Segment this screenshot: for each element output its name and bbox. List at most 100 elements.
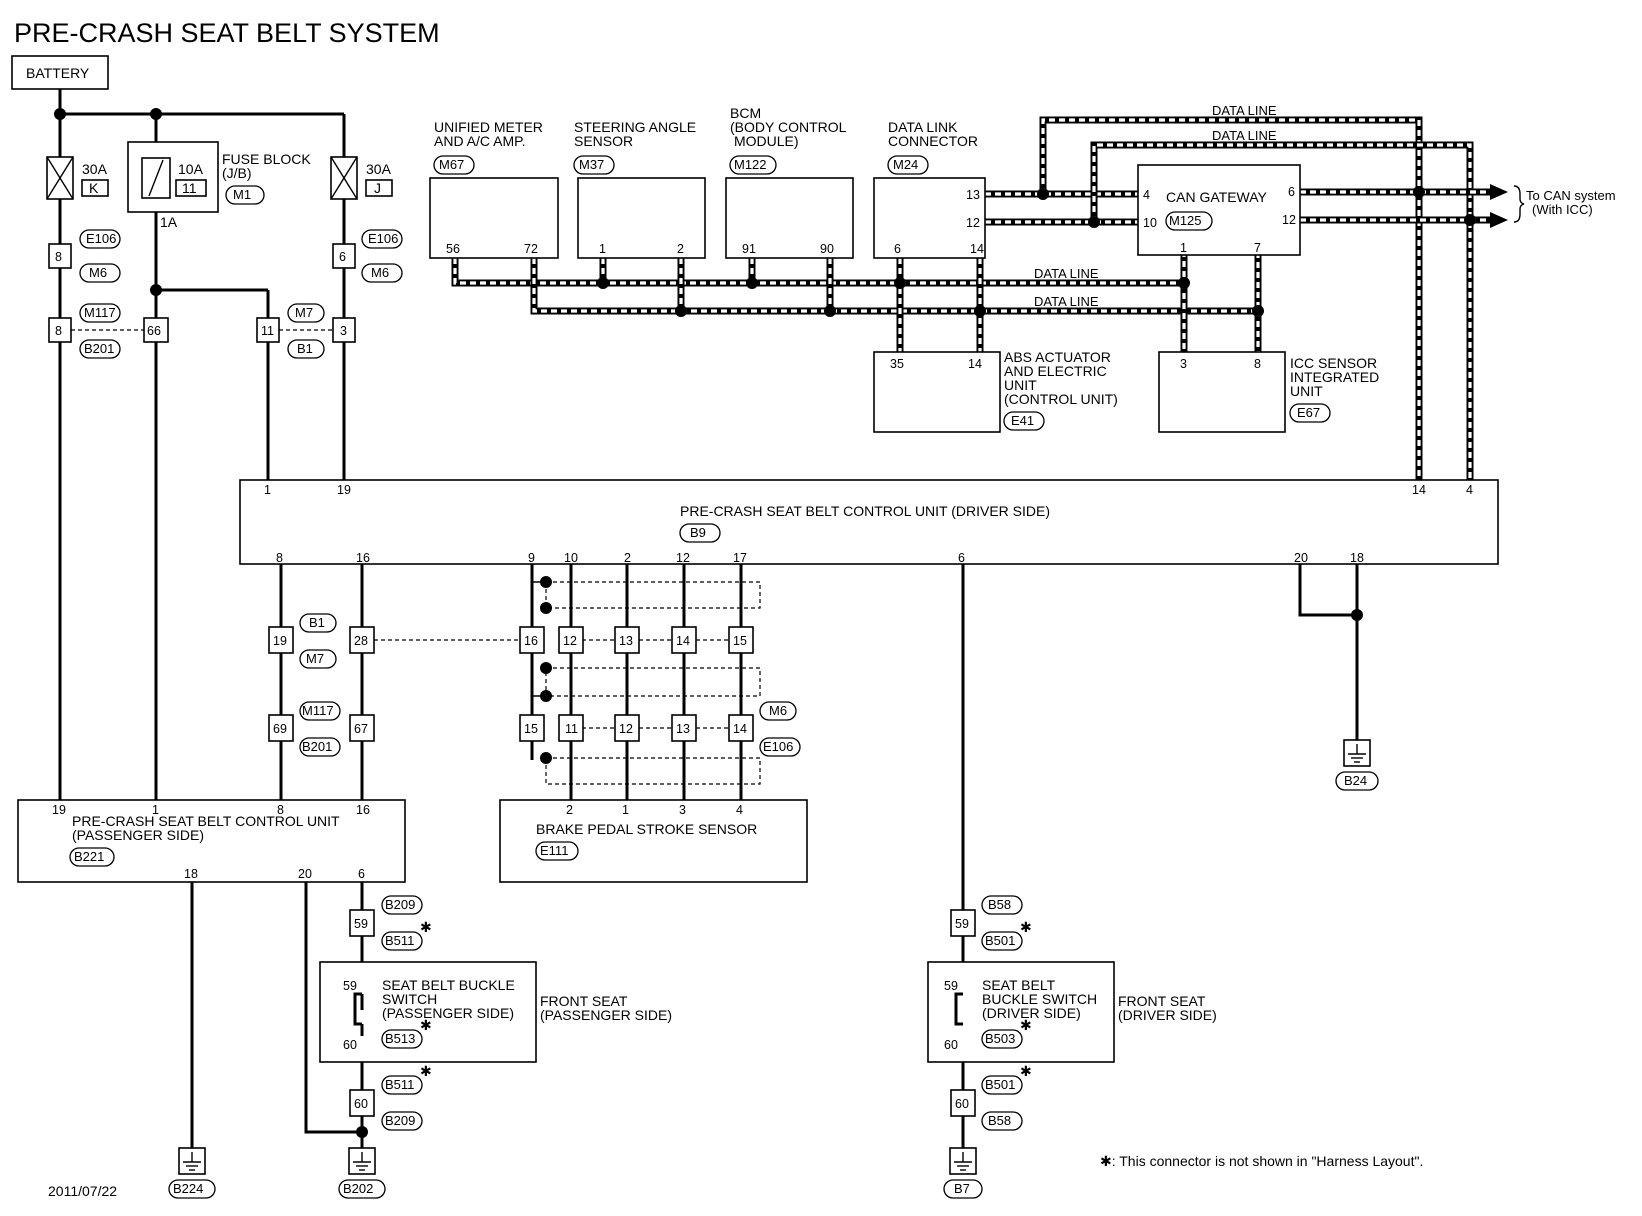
front-seat-passenger: 59 60 SEAT BELT BUCKLE SWITCH (PASSENGER… bbox=[319, 961, 672, 1063]
svg-text:30A: 30A bbox=[366, 161, 392, 177]
svg-text:(BODY CONTROL: (BODY CONTROL bbox=[730, 119, 847, 135]
svg-text:18: 18 bbox=[184, 867, 198, 881]
svg-text:M67: M67 bbox=[439, 157, 464, 172]
svg-text:10A: 10A bbox=[178, 161, 204, 177]
svg-text:B221: B221 bbox=[74, 849, 104, 864]
front-seat-driver: 59 60 SEAT BELT BUCKLE SWITCH (DRIVER SI… bbox=[927, 961, 1217, 1063]
svg-text:B209: B209 bbox=[385, 897, 415, 912]
svg-text:B201: B201 bbox=[302, 739, 332, 754]
svg-text:3: 3 bbox=[340, 324, 347, 338]
svg-text:MODULE): MODULE) bbox=[734, 133, 799, 149]
svg-text:✱: ✱ bbox=[1020, 919, 1032, 935]
svg-text:CAN GATEWAY: CAN GATEWAY bbox=[1166, 189, 1268, 205]
passenger-control-unit: 19 1 8 16 PRE-CRASH SEAT BELT CONTROL UN… bbox=[17, 799, 406, 883]
svg-text:B501: B501 bbox=[985, 933, 1015, 948]
svg-text:B224: B224 bbox=[173, 1181, 203, 1196]
svg-text:E106: E106 bbox=[368, 231, 398, 246]
svg-text:10: 10 bbox=[564, 551, 578, 565]
svg-text:9: 9 bbox=[528, 551, 535, 565]
svg-text:M7: M7 bbox=[295, 305, 313, 320]
ground-b202: B202 bbox=[338, 1147, 386, 1199]
svg-text:13: 13 bbox=[619, 634, 633, 648]
svg-text:E106: E106 bbox=[763, 739, 793, 754]
svg-text:M6: M6 bbox=[769, 703, 787, 718]
connector-b501-b58-lower: 60 B501 ✱ B58 bbox=[950, 1063, 1032, 1131]
svg-text:6: 6 bbox=[958, 551, 965, 565]
svg-text:B7: B7 bbox=[954, 1181, 970, 1196]
svg-text:6: 6 bbox=[1288, 185, 1295, 199]
ground-b24: B24 bbox=[1335, 739, 1379, 791]
svg-text:B1: B1 bbox=[309, 615, 325, 630]
svg-text:13: 13 bbox=[966, 188, 980, 202]
svg-text:B58: B58 bbox=[988, 897, 1011, 912]
connector-b209-b511-upper: 59 B209 B511 ✱ bbox=[349, 895, 432, 951]
page-title: PRE-CRASH SEAT BELT SYSTEM bbox=[14, 18, 440, 48]
svg-text:(PASSENGER SIDE): (PASSENGER SIDE) bbox=[540, 1007, 672, 1023]
to-can-sub: (With ICC) bbox=[1532, 202, 1593, 217]
svg-text:19: 19 bbox=[273, 634, 287, 648]
svg-text:K: K bbox=[89, 180, 99, 196]
data-line-label-1: DATA LINE bbox=[1034, 266, 1099, 281]
svg-text:14: 14 bbox=[1412, 483, 1426, 497]
svg-text:2: 2 bbox=[566, 803, 573, 817]
svg-text:M6: M6 bbox=[371, 265, 389, 280]
svg-text:59: 59 bbox=[944, 979, 958, 993]
data-line-wiring bbox=[451, 116, 1508, 480]
svg-text:19: 19 bbox=[337, 483, 351, 497]
svg-text:B209: B209 bbox=[385, 1113, 415, 1128]
svg-text:4: 4 bbox=[736, 803, 743, 817]
svg-text:AND ELECTRIC: AND ELECTRIC bbox=[1004, 363, 1107, 379]
connector-b511-b209-lower: 60 B511 ✱ B209 bbox=[349, 1063, 432, 1131]
svg-text:1: 1 bbox=[264, 483, 271, 497]
svg-text:INTEGRATED: INTEGRATED bbox=[1290, 369, 1379, 385]
svg-text:B201: B201 bbox=[84, 341, 114, 356]
svg-text:1: 1 bbox=[1180, 241, 1187, 255]
svg-text:60: 60 bbox=[944, 1038, 958, 1052]
svg-text:E111: E111 bbox=[540, 843, 568, 858]
svg-text:8: 8 bbox=[55, 250, 62, 264]
module-can-gateway: 4 10 CAN GATEWAY M125 6 12 1 7 bbox=[1137, 164, 1301, 256]
svg-text:1: 1 bbox=[622, 803, 629, 817]
svg-text:91: 91 bbox=[742, 242, 756, 256]
connector-e106-m6-left: 8 E106 M6 bbox=[48, 229, 121, 283]
footnote: ✱: This connector is not shown in "Harne… bbox=[1100, 1153, 1423, 1169]
svg-text:DATA LINK: DATA LINK bbox=[888, 119, 958, 135]
svg-text:12: 12 bbox=[619, 722, 633, 736]
svg-text:2: 2 bbox=[624, 551, 631, 565]
svg-text:11: 11 bbox=[182, 180, 197, 196]
svg-text:SWITCH: SWITCH bbox=[382, 991, 437, 1007]
svg-text:14: 14 bbox=[968, 357, 982, 371]
brake-pedal-stroke-sensor: 2 1 3 4 BRAKE PEDAL STROKE SENSOR E111 bbox=[499, 799, 808, 883]
svg-text:12: 12 bbox=[966, 216, 980, 230]
svg-text:STEERING ANGLE: STEERING ANGLE bbox=[574, 119, 696, 135]
module-bcm: BCM (BODY CONTROL MODULE) M122 91 90 bbox=[725, 105, 854, 259]
svg-text:11: 11 bbox=[565, 722, 578, 736]
svg-text:20: 20 bbox=[1294, 551, 1308, 565]
driver-control-unit: 1 19 14 4 PRE-CRASH SEAT BELT CONTROL UN… bbox=[239, 479, 1499, 565]
svg-text:14: 14 bbox=[970, 242, 984, 256]
svg-text:28: 28 bbox=[354, 634, 368, 648]
svg-text:M6: M6 bbox=[89, 265, 107, 280]
svg-text:✱: ✱ bbox=[1020, 1063, 1032, 1079]
module-abs-actuator: 35 14 ABS ACTUATOR AND ELECTRIC UNIT (CO… bbox=[873, 349, 1118, 433]
svg-text:SENSOR: SENSOR bbox=[574, 133, 633, 149]
module-data-link-connector: DATA LINK CONNECTOR M24 13 12 6 14 bbox=[873, 119, 986, 259]
svg-text:1: 1 bbox=[599, 242, 606, 256]
svg-text:15: 15 bbox=[524, 722, 538, 736]
data-line-label-3: DATA LINE bbox=[1212, 103, 1277, 118]
svg-text:PRE-CRASH SEAT BELT CONTROL UN: PRE-CRASH SEAT BELT CONTROL UNIT bbox=[72, 813, 340, 829]
svg-text:15: 15 bbox=[733, 634, 747, 648]
svg-text:59: 59 bbox=[955, 917, 969, 931]
svg-text:B24: B24 bbox=[1344, 773, 1367, 788]
svg-text:60: 60 bbox=[955, 1097, 969, 1111]
svg-text:35: 35 bbox=[890, 357, 904, 371]
svg-text:72: 72 bbox=[524, 242, 538, 256]
svg-text:59: 59 bbox=[343, 979, 357, 993]
svg-text:CONNECTOR: CONNECTOR bbox=[888, 133, 978, 149]
svg-text:6: 6 bbox=[339, 250, 346, 264]
svg-text:B1: B1 bbox=[297, 341, 313, 356]
svg-text:SEAT BELT: SEAT BELT bbox=[982, 977, 1056, 993]
data-line-label-4: DATA LINE bbox=[1212, 128, 1277, 143]
svg-text:18: 18 bbox=[1350, 551, 1364, 565]
to-can-label: To CAN system bbox=[1526, 188, 1616, 203]
